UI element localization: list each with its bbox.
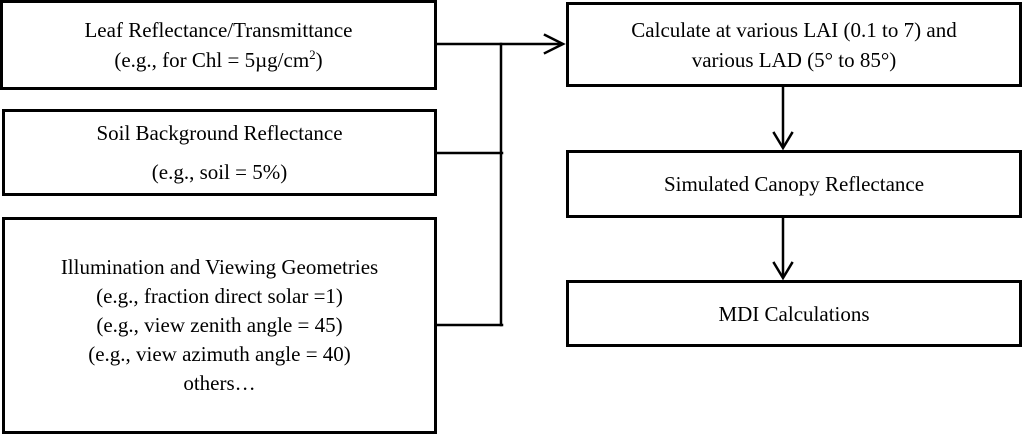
node-mdi-calculations: MDI Calculations (566, 280, 1022, 347)
chl-example-close-paren: ) (315, 48, 323, 72)
node-geometry-line5: others… (183, 371, 256, 395)
node-calculate-line2: various LAD (5° to 85°) (691, 47, 897, 72)
chl-example-text: (e.g., for Chl = 5µg/cm (114, 48, 310, 72)
node-illumination-geometries: Illumination and Viewing Geometries (e.g… (2, 217, 437, 434)
arrowhead-down-icon-2 (772, 261, 794, 281)
node-leaf-line1: Leaf Reflectance/Transmittance (84, 18, 353, 42)
node-geometry-line4: (e.g., view azimuth angle = 40) (88, 342, 351, 366)
node-simulated-canopy-reflectance: Simulated Canopy Reflectance (566, 150, 1022, 218)
node-calculate-lai-lad: Calculate at various LAI (0.1 to 7) and … (566, 2, 1022, 87)
node-soil-line2: (e.g., soil = 5%) (151, 159, 288, 184)
arrowhead-right-icon (543, 33, 566, 55)
node-geometry-line1: Illumination and Viewing Geometries (60, 255, 379, 279)
superscript-2: 2 (309, 47, 316, 62)
node-geometry-line2: (e.g., fraction direct solar =1) (96, 284, 343, 308)
node-soil-background: Soil Background Reflectance (e.g., soil … (2, 109, 437, 196)
arrowhead-down-icon-1 (772, 131, 794, 151)
node-soil-line1: Soil Background Reflectance (96, 120, 343, 145)
node-geometry-line3: (e.g., view zenith angle = 45) (96, 313, 343, 337)
node-calculate-line1: Calculate at various LAI (0.1 to 7) and (631, 17, 957, 42)
node-mdi-line1: MDI Calculations (718, 301, 870, 326)
node-simulated-line1: Simulated Canopy Reflectance (663, 172, 925, 196)
connector-lines (435, 33, 794, 327)
node-leaf-reflectance: Leaf Reflectance/Transmittance (e.g., fo… (0, 0, 437, 90)
node-leaf-line2: (e.g., for Chl = 5µg/cm2) (114, 45, 322, 75)
